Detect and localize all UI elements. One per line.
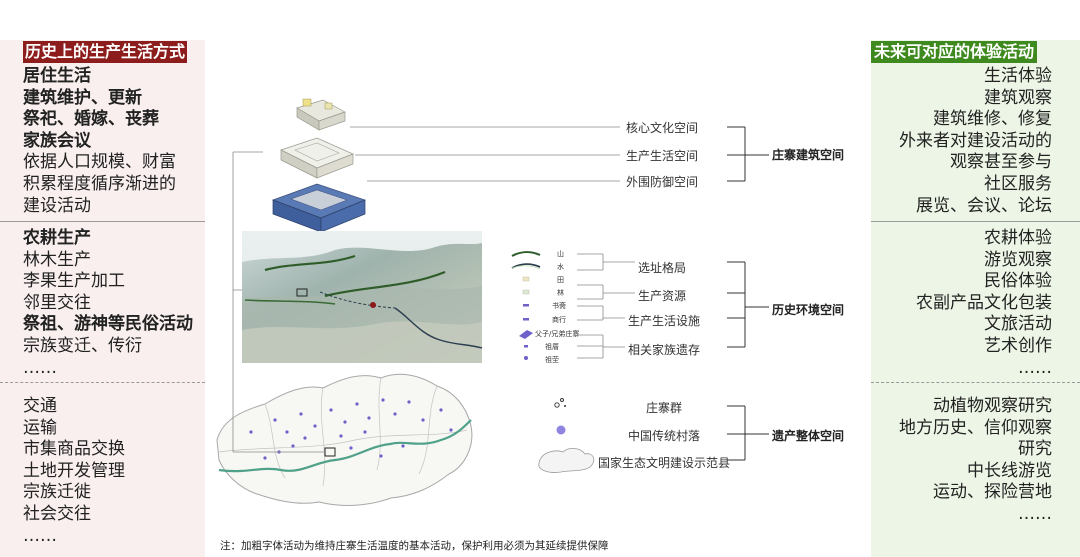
right-activity-item: 艺术创作 [984, 335, 1052, 356]
left-activity-item: …… [23, 357, 57, 378]
label-core-culture-space: 核心文化空间 [626, 121, 699, 135]
right-group-heritage: 动植物观察研究地方历史、信仰观察研究中长线游览运动、探险营地…… [899, 396, 1052, 526]
legend-mountain: 山 [557, 250, 564, 258]
category-building-space: 庄寨建筑空间 [772, 148, 845, 162]
legend-water: 水 [557, 263, 564, 271]
label-production-living-space: 生产生活空间 [626, 149, 699, 163]
right-activity-item: 观察甚至参与 [950, 152, 1052, 173]
region-map [216, 373, 473, 506]
right-activity-item: 地方历史、信仰观察 [899, 417, 1052, 438]
center-diagram [216, 98, 769, 506]
right-activity-item: 游览观察 [984, 249, 1052, 270]
left-activity-item: 宗族迁徙 [23, 482, 91, 503]
category-environment-space: 历史环境空间 [772, 303, 845, 317]
label-eco-demonstration-county: 国家生态文明建设示范县 [598, 456, 731, 470]
label-family-remains: 相关家族遗存 [628, 343, 701, 357]
legend-forest: 林 [557, 289, 564, 297]
right-activity-item: 建筑维修、修复 [933, 109, 1052, 130]
building-bracket [727, 126, 769, 182]
right-activity-item: 文旅活动 [984, 314, 1052, 335]
legend-firm: 商行 [552, 316, 566, 324]
left-activity-item: 家族会议 [23, 130, 91, 151]
right-activity-item: 建筑观察 [984, 87, 1052, 108]
left-activity-item: 宗族变迁、传衍 [23, 335, 142, 356]
legend-family-fortress: 父子/兄弟庄寨 [535, 330, 580, 338]
building-model-core [296, 98, 346, 131]
label-site-pattern: 选址格局 [638, 261, 687, 275]
right-activity-item: 动植物观察研究 [933, 396, 1052, 416]
left-activity-item: 建筑维护、更新 [23, 87, 142, 108]
label-fortress-cluster: 庄寨群 [646, 401, 683, 415]
building-model-living [280, 137, 354, 179]
left-activity-item: 祭祖、游神等民俗活动 [23, 314, 193, 335]
environment-legend-symbols [511, 251, 541, 360]
right-activity-item: …… [1018, 503, 1052, 524]
right-panel-title: 未来可对应的体验活动 [871, 41, 1038, 63]
region-villages [249, 398, 453, 460]
left-activity-item: 积累程度循序渐进的 [23, 173, 176, 194]
legend-field: 田 [557, 276, 564, 284]
legend-ancestral-house: 祖厝 [545, 343, 559, 351]
left-activity-item: 依据人口规模、财富 [23, 152, 176, 173]
heritage-bracket [727, 405, 769, 461]
environment-connectors [577, 253, 635, 359]
left-activity-item: 居住生活 [23, 66, 91, 86]
left-activity-item: 李果生产加工 [23, 271, 125, 292]
right-activity-item: …… [1018, 357, 1052, 378]
right-panel [871, 40, 1080, 557]
left-activity-item: 建设活动 [23, 195, 91, 216]
left-divider-2 [0, 382, 205, 383]
right-activity-item: 运动、探险营地 [933, 482, 1052, 503]
category-heritage-space: 遗产整体空间 [772, 429, 845, 443]
footnote: 注：加粗字体活动为维持庄寨生活温度的基本活动，保护利用必须为其延续提供保障 [220, 540, 609, 552]
right-group-environment: 农耕体验游览观察民俗体验农副产品文化包装文旅活动艺术创作…… [916, 228, 1052, 379]
right-activity-item: 农副产品文化包装 [916, 292, 1052, 313]
label-production-resources: 生产资源 [638, 289, 687, 303]
left-panel [0, 40, 205, 557]
left-activity-item: 运输 [23, 417, 57, 438]
terrain-map [242, 231, 483, 363]
right-group-living: 生活体验建筑观察建筑维修、修复外来者对建设活动的观察甚至参与社区服务展览、会议、… [899, 66, 1052, 217]
right-activity-item: 生活体验 [984, 66, 1052, 86]
map-leader-lines [232, 290, 325, 453]
right-activity-item: 农耕体验 [984, 228, 1052, 248]
heritage-legend-symbols [538, 398, 595, 473]
right-activity-item: 民俗体验 [984, 271, 1052, 292]
left-activity-item: 祭祀、婚嫁、丧葬 [23, 109, 159, 130]
left-activity-item: 交通 [23, 396, 57, 416]
right-activity-item: 中长线游览 [967, 460, 1052, 481]
right-divider-1 [871, 221, 1080, 222]
left-activity-item: 市集商品交换 [23, 439, 125, 460]
environment-bracket [727, 261, 769, 348]
left-divider-1 [0, 221, 205, 222]
left-activity-item: 邻里交往 [23, 292, 91, 313]
label-traditional-village: 中国传统村落 [628, 429, 701, 443]
label-production-living-facilities: 生产生活设施 [628, 314, 701, 328]
left-activity-item: 土地开发管理 [23, 460, 125, 481]
right-divider-2 [871, 382, 1080, 383]
building-model-defense [271, 183, 367, 233]
left-activity-item: 农耕生产 [23, 228, 91, 248]
left-panel-title: 历史上的生产生活方式 [23, 41, 188, 63]
legend-ancestral-tomb: 祖茔 [545, 356, 559, 364]
left-group-heritage: 交通运输市集商品交换土地开发管理宗族迁徙社会交往…… [23, 396, 125, 547]
left-activity-item: 林木生产 [23, 249, 91, 270]
left-group-environment: 农耕生产林木生产李果生产加工邻里交往祭祖、游神等民俗活动宗族变迁、传衍…… [23, 228, 193, 379]
left-activity-item: 社会交往 [23, 503, 91, 524]
legend-study: 书斋 [552, 302, 566, 310]
left-activity-item: …… [23, 525, 57, 546]
left-group-living: 居住生活建筑维护、更新祭祀、婚嫁、丧葬家族会议依据人口规模、财富积累程度循序渐进… [23, 66, 176, 217]
right-activity-item: 社区服务 [984, 173, 1052, 194]
label-peripheral-defense-space: 外围防御空间 [626, 175, 699, 189]
right-activity-item: 研究 [1018, 439, 1052, 460]
right-activity-item: 外来者对建设活动的 [899, 130, 1052, 151]
right-activity-item: 展览、会议、论坛 [916, 195, 1052, 216]
